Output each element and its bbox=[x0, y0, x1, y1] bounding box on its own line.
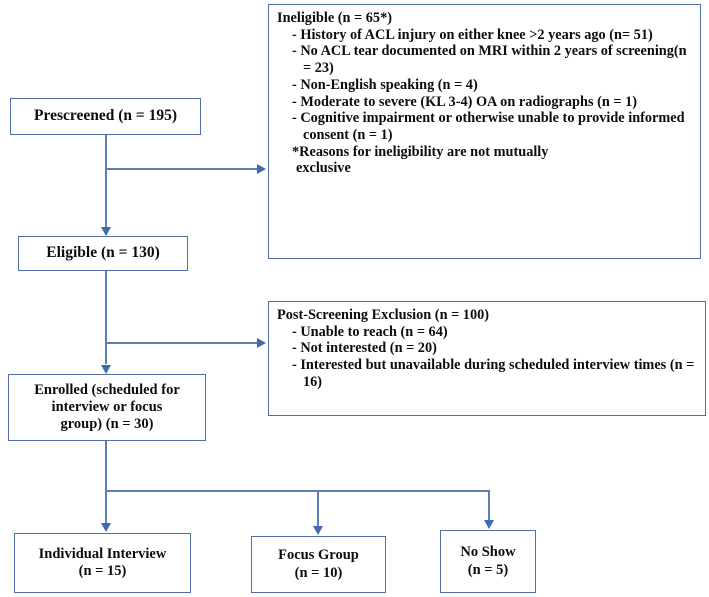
connector-to-focus-group bbox=[317, 490, 319, 527]
connector-eligible-to-enrolled bbox=[105, 271, 107, 364]
node-enrolled-line-2: interview or focus bbox=[51, 398, 163, 415]
node-ineligible[interactable]: Ineligible (n = 65*) - History of ACL in… bbox=[268, 4, 701, 259]
connector-eligible-to-post-screening bbox=[105, 342, 257, 344]
node-prescreened[interactable]: Prescreened (n = 195) bbox=[10, 98, 201, 135]
connector-to-individual-interview bbox=[105, 490, 107, 524]
node-post-screening-exclusion-title: Post-Screening Exclusion (n = 100) bbox=[277, 307, 490, 323]
node-ineligible-footnote-line-1: *Reasons for ineligibility are not mutua… bbox=[292, 143, 549, 160]
arrowhead-ineligible bbox=[257, 163, 266, 174]
connector-enrolled-stem bbox=[105, 441, 107, 491]
arrowhead-focus-group bbox=[312, 526, 323, 535]
node-ineligible-footnote: *Reasons for ineligibility are not mutua… bbox=[277, 144, 694, 177]
node-post-screening-exclusion[interactable]: Post-Screening Exclusion (n = 100) - Una… bbox=[268, 301, 706, 416]
node-enrolled[interactable]: Enrolled (scheduled for interview or foc… bbox=[8, 374, 206, 441]
node-enrolled-label: Enrolled (scheduled for interview or foc… bbox=[34, 382, 180, 433]
arrowhead-individual-interview bbox=[100, 523, 111, 532]
list-item: - Not interested (n = 20) bbox=[292, 340, 437, 357]
arrowhead-no-show bbox=[483, 520, 494, 529]
node-prescreened-label: Prescreened (n = 195) bbox=[34, 107, 177, 125]
arrowhead-post-screening bbox=[257, 337, 266, 348]
node-focus-group-line-2: (n = 10) bbox=[294, 564, 343, 581]
connector-to-no-show bbox=[488, 490, 490, 521]
node-eligible-label: Eligible (n = 130) bbox=[46, 244, 160, 262]
node-no-show-label: No Show (n = 5) bbox=[460, 544, 515, 578]
node-individual-interview-label: Individual Interview (n = 15) bbox=[39, 546, 167, 580]
node-ineligible-footnote-line-2: exclusive bbox=[296, 160, 351, 177]
node-no-show[interactable]: No Show (n = 5) bbox=[440, 530, 536, 593]
connector-prescreened-to-eligible bbox=[105, 135, 107, 235]
node-eligible[interactable]: Eligible (n = 130) bbox=[18, 236, 188, 271]
node-individual-interview[interactable]: Individual Interview (n = 15) bbox=[14, 533, 191, 593]
connector-bottom-distribution-bar bbox=[105, 490, 489, 492]
node-focus-group-label: Focus Group (n = 10) bbox=[278, 547, 359, 581]
list-item: - Interested but unavailable during sche… bbox=[292, 357, 695, 390]
node-enrolled-line-3: group) (n = 30) bbox=[60, 416, 154, 433]
list-item: - No ACL tear documented on MRI within 2… bbox=[292, 43, 687, 77]
node-ineligible-title: Ineligible (n = 65*) bbox=[277, 10, 392, 26]
arrowhead-eligible bbox=[100, 227, 111, 236]
node-enrolled-line-1: Enrolled (scheduled for bbox=[34, 381, 180, 398]
node-focus-group[interactable]: Focus Group (n = 10) bbox=[251, 536, 386, 593]
node-no-show-line-2: (n = 5) bbox=[467, 561, 509, 578]
node-no-show-line-1: No Show bbox=[460, 544, 516, 561]
list-item: - History of ACL injury on either knee >… bbox=[292, 26, 653, 43]
arrowhead-enrolled bbox=[100, 365, 111, 374]
node-post-screening-exclusion-reason-list: - Unable to reach (n = 64) - Not interes… bbox=[277, 324, 699, 391]
list-item: - Non-English speaking (n = 4) bbox=[292, 76, 478, 93]
node-individual-interview-line-2: (n = 15) bbox=[78, 563, 127, 579]
list-item: - Cognitive impairment or otherwise unab… bbox=[292, 110, 685, 144]
list-item: - Moderate to severe (KL 3-4) OA on radi… bbox=[292, 93, 638, 110]
node-focus-group-line-1: Focus Group bbox=[278, 547, 359, 564]
node-individual-interview-line-1: Individual Interview bbox=[38, 545, 167, 562]
node-ineligible-reason-list: - History of ACL injury on either knee >… bbox=[277, 27, 694, 144]
connector-prescreened-to-ineligible bbox=[105, 168, 257, 170]
list-item: - Unable to reach (n = 64) bbox=[292, 323, 448, 340]
